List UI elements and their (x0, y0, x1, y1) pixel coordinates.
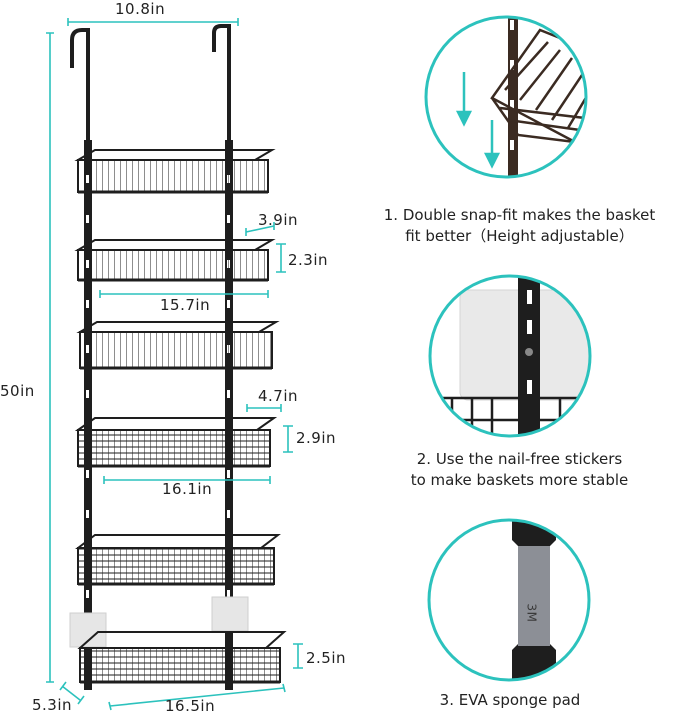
dim-height: 50in (0, 382, 35, 400)
basket-4 (74, 417, 278, 468)
dim-basket-depth-medium: 4.7in (258, 387, 299, 405)
basket-5 (75, 534, 281, 586)
dim-top-width: 10.8in (115, 0, 166, 18)
caption-feature-2-line-2: to make baskets more stable (410, 471, 629, 489)
caption-feature-1: 1. Double snap-fit makes the basket fit … (360, 205, 679, 247)
basket-3 (76, 321, 280, 370)
circle-1-border (424, 15, 588, 179)
basket-2 (74, 239, 276, 282)
caption-feature-1-line-1: 1. Double snap-fit makes the basket (383, 206, 656, 224)
dim-basket-width-large: 16.5in (165, 697, 216, 715)
caption-feature-1-line-2: fit better（Height adjustable） (405, 227, 634, 245)
caption-feature-3: 3. EVA sponge pad (400, 690, 620, 711)
basket-1 (74, 149, 276, 194)
dim-basket-height-small: 2.3in (288, 251, 329, 269)
sticker-right (211, 596, 249, 632)
detail-circle-eva-pad (429, 520, 589, 680)
caption-feature-2-line-1: 2. Use the nail-free stickers (416, 450, 623, 468)
dim-basket-width-small: 15.7in (160, 296, 211, 314)
dim-basket-width-medium: 16.1in (162, 480, 213, 498)
detail-circle-snap-fit (426, 17, 586, 177)
down-arrow-icon (455, 72, 501, 169)
caption-feature-3-line-1: 3. EVA sponge pad (439, 691, 581, 709)
pad-print-label: 3M (524, 603, 539, 623)
circle-3-border (427, 518, 591, 682)
dimension-lines (46, 18, 303, 711)
door-hooks (70, 24, 231, 160)
dim-basket-depth-large: 5.3in (32, 696, 73, 714)
detail-circle-sticker (430, 276, 590, 436)
dim-basket-depth-small: 3.9in (258, 211, 299, 229)
caption-feature-2: 2. Use the nail-free stickers to make ba… (380, 449, 659, 491)
dim-basket-height-medium: 2.9in (296, 429, 337, 447)
circle-2-border (428, 274, 592, 438)
dim-basket-height-large: 2.5in (306, 649, 347, 667)
basket-6 (77, 631, 287, 684)
vertical-rails (84, 140, 233, 690)
